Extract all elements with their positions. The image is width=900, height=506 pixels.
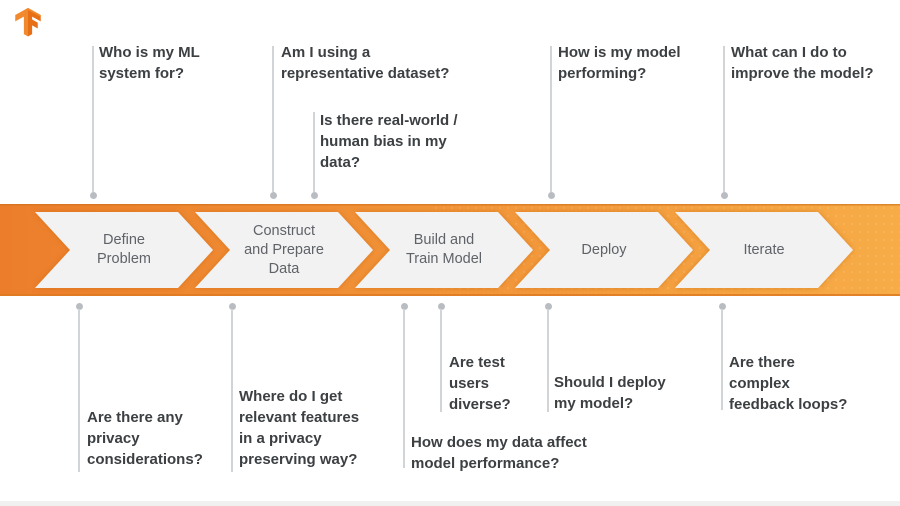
connector-dot [401,303,408,310]
connector-dot [719,303,726,310]
connector-dot [270,192,277,199]
connector-dot [90,192,97,199]
question-text: Am I using a representative dataset? [281,44,450,82]
question-text: How is my model performing? [558,44,681,82]
stage-chevron-build-train-model [355,212,533,288]
question-text: Who is my ML system for? [99,44,200,82]
connector-dot [548,192,555,199]
stage-label-build-train-model: Build and Train Model [405,232,483,267]
question-text: Are there any privacy considerations? [87,409,203,468]
stage-chevron-define-problem [35,212,213,288]
question-text: Is there real-world / human bias in my d… [320,112,458,171]
question-text: Should I deploy my model? [554,374,666,412]
stage-label-iterate: Iterate [743,241,785,258]
tensorflow-logo-icon [15,7,41,37]
question-text: Where do I get relevant features in a pr… [239,388,360,468]
stage-label-deploy: Deploy [581,241,627,258]
connector-line [550,46,552,192]
stage-label-define-problem: Define Problem [97,232,151,267]
connector-line [272,46,274,192]
connector-dot [438,303,445,310]
stage-chevron-iterate [675,212,853,288]
connector-line [721,309,723,410]
connector-line [547,309,549,412]
connector-line [92,46,94,192]
stage-chevron-construct-prepare-data [195,212,373,288]
connector-line [723,46,725,192]
question-text: How does my data affect model performanc… [411,434,587,472]
bottom-strip [0,501,900,506]
question-text: What can I do to improve the model? [731,44,874,82]
connector-line [231,309,233,472]
connector-line [313,112,315,192]
connector-line [78,309,80,472]
connector-dot [229,303,236,310]
question-text: Are there complex feedback loops? [729,354,848,413]
connector-line [403,309,405,468]
connector-line [440,309,442,412]
stage-chevron-deploy [515,212,693,288]
process-band [0,204,900,296]
stage-label-construct-prepare-data: Construct and Prepare Data [244,222,324,277]
connector-dot [76,303,83,310]
question-text: Are test users diverse? [449,354,511,413]
connector-dot [311,192,318,199]
connector-dot [721,192,728,199]
connector-dot [545,303,552,310]
